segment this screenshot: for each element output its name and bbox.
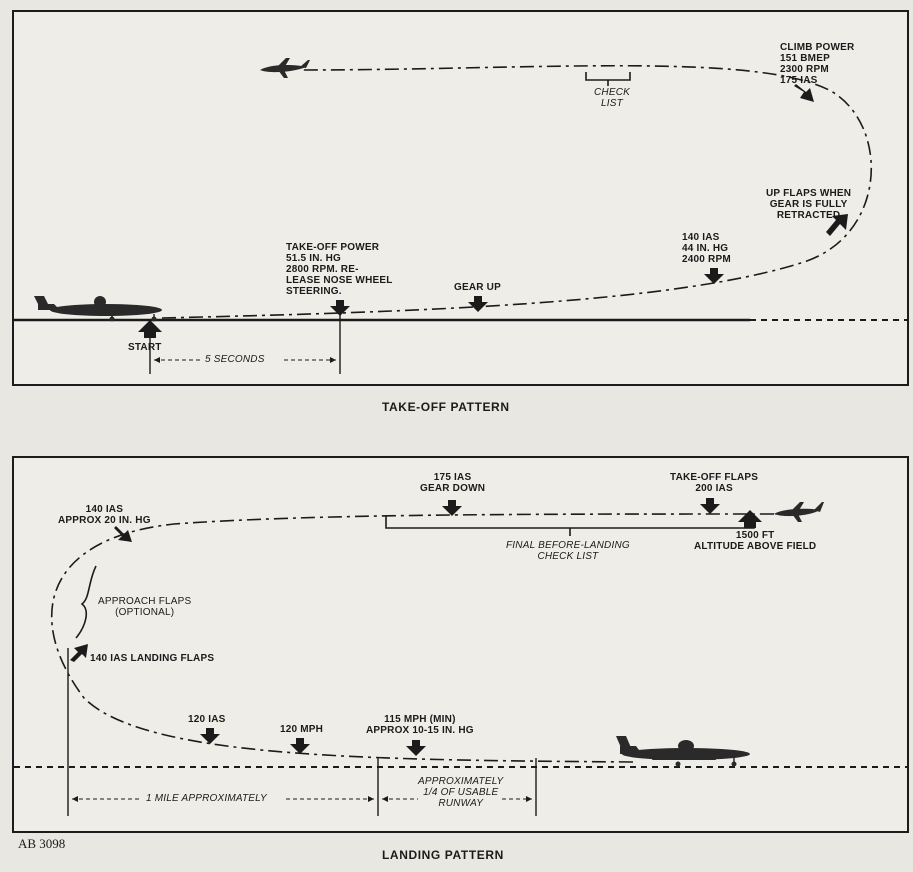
approach-flaps-brace (75, 565, 97, 639)
ias-140-approx-arrow-icon (114, 526, 132, 542)
five-seconds-label: 5 SECONDS (205, 354, 265, 365)
ias-140-label: 140 IAS 44 IN. HG 2400 RPM (682, 232, 731, 265)
climb-power-label: CLIMB POWER 151 BMEP 2300 RPM 175 IAS (780, 42, 855, 86)
takeoff-flaps-arrow-icon (700, 498, 720, 514)
landing-diagram (14, 498, 907, 816)
mph-120-arrow-icon (290, 738, 310, 754)
up-flaps-label: UP FLAPS WHEN GEAR IS FULLY RETRACTED (766, 188, 852, 221)
ias-120-arrow-icon (200, 728, 220, 744)
approach-flaps-label: APPROACH FLAPS (OPTIONAL) (98, 596, 192, 618)
one-mile-label: 1 MILE APPROXIMATELY (146, 793, 267, 804)
takeoff-power-label: TAKE-OFF POWER 51.5 IN. HG 2800 RPM. RE-… (286, 242, 393, 297)
takeoff-flight-path (161, 64, 873, 319)
airplane-on-runway-icon (34, 296, 162, 322)
final-checklist-label: FINAL BEFORE-LANDING CHECK LIST (506, 540, 630, 562)
start-arrow-icon (138, 320, 162, 338)
gear-up-arrow-icon (468, 296, 488, 312)
landing-flaps-label: 140 IAS LANDING FLAPS (90, 653, 215, 664)
ias-140-arrow-icon (704, 268, 724, 284)
altitude-label: 1500 FT ALTITUDE ABOVE FIELD (694, 530, 817, 552)
mph-120-label: 120 MPH (280, 724, 324, 735)
gear-down-label: 175 IAS GEAR DOWN (420, 472, 486, 494)
landing-airplane-in-air-icon (774, 502, 824, 522)
climb-power-arrow-icon (794, 84, 814, 102)
ias-140-approx-label: 140 IAS APPROX 20 IN. HG (58, 504, 151, 526)
check-list-bracket (585, 72, 631, 86)
altitude-arrow-icon (738, 510, 762, 528)
landing-panel: 140 IAS APPROX 20 IN. HG APPROACH FLAPS … (12, 456, 909, 833)
ias-120-label: 120 IAS (188, 714, 226, 725)
airplane-in-air-icon (260, 58, 310, 78)
landing-flaps-arrow-icon (70, 644, 88, 662)
takeoff-power-arrow-icon (330, 300, 350, 316)
gear-down-arrow-icon (442, 500, 462, 516)
up-flaps-arrow-icon (826, 214, 848, 236)
takeoff-diagram (14, 58, 907, 374)
figure-number: AB 3098 (18, 836, 66, 851)
landing-caption: LANDING PATTERN (382, 848, 504, 862)
mph-115-arrow-icon (406, 740, 426, 756)
landing-airplane-on-runway-icon (616, 736, 750, 767)
start-label: START (128, 342, 162, 353)
quarter-runway-label: APPROXIMATELY 1/4 OF USABLE RUNWAY (418, 776, 504, 809)
gear-up-label: GEAR UP (454, 282, 501, 293)
mph-115-label: 115 MPH (MIN) APPROX 10-15 IN. HG (366, 714, 474, 736)
check-list-label: CHECK LIST (594, 87, 631, 109)
takeoff-panel: START 5 SECONDS TAKE-OFF POWER 51.5 IN. … (12, 10, 909, 386)
takeoff-flaps-label: TAKE-OFF FLAPS 200 IAS (670, 472, 759, 494)
landing-flight-path (50, 513, 775, 763)
takeoff-caption: TAKE-OFF PATTERN (382, 400, 510, 414)
